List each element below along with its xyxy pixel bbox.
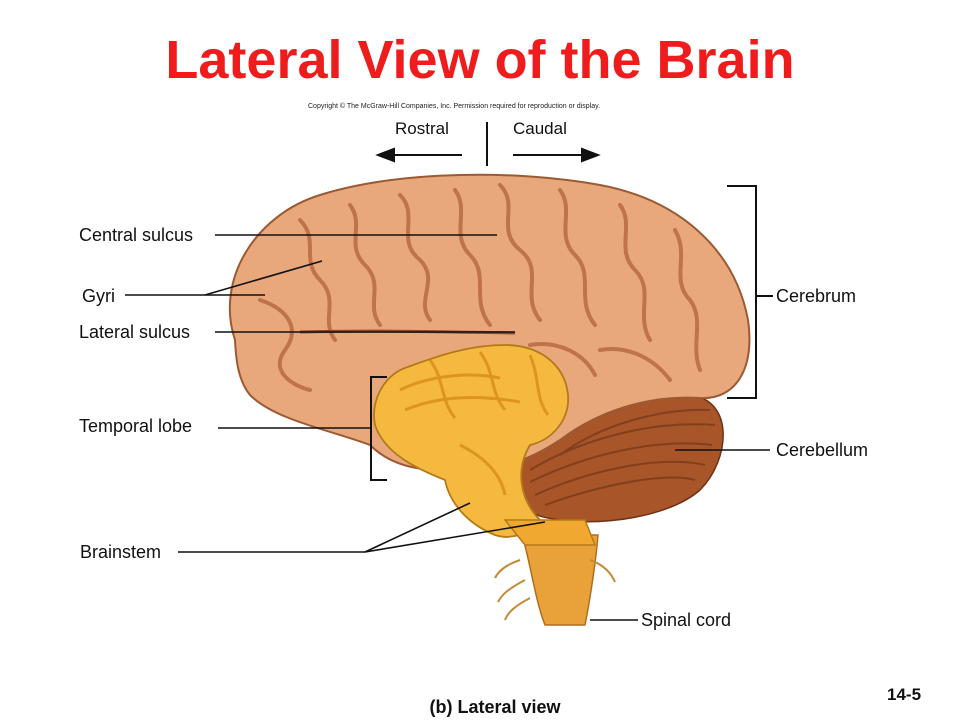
orientation-arrows	[375, 122, 601, 166]
central-sulcus-label: Central sulcus	[79, 225, 194, 245]
cerebellum-label: Cerebellum	[776, 440, 869, 460]
rostral-label: Rostral	[395, 119, 449, 138]
cerebrum-bracket	[727, 185, 757, 399]
gyri-leader-upper	[204, 260, 323, 296]
caudal-arrow-icon	[581, 147, 601, 163]
brainstem-shape	[373, 344, 597, 546]
copyright-notice: Copyright © The McGraw-Hill Companies, I…	[308, 103, 601, 110]
cerebrum-folds	[258, 183, 702, 392]
lateral-sulcus-label: Lateral sulcus	[79, 322, 191, 342]
slide-number: 14-5	[887, 685, 922, 704]
spinal-cord-label: Spinal cord	[641, 610, 732, 630]
cranial-nerves	[494, 559, 616, 621]
figure-caption: (b) Lateral view	[429, 697, 561, 717]
temporal-lobe-label: Temporal lobe	[79, 416, 193, 436]
gyri-label: Gyri	[82, 286, 115, 306]
brainstem-leader-lower	[364, 521, 546, 553]
leader-lines	[125, 234, 770, 621]
brainstem-label: Brainstem	[80, 542, 162, 562]
rostral-arrow-icon	[375, 147, 395, 163]
caudal-label: Caudal	[513, 119, 567, 138]
spinal-cord-shape	[520, 534, 599, 626]
cerebrum-label: Cerebrum	[776, 286, 857, 306]
cerebrum-shape	[228, 173, 751, 472]
slide-title: Lateral View of the Brain	[165, 30, 795, 90]
brainstem-leader-upper	[364, 502, 471, 553]
